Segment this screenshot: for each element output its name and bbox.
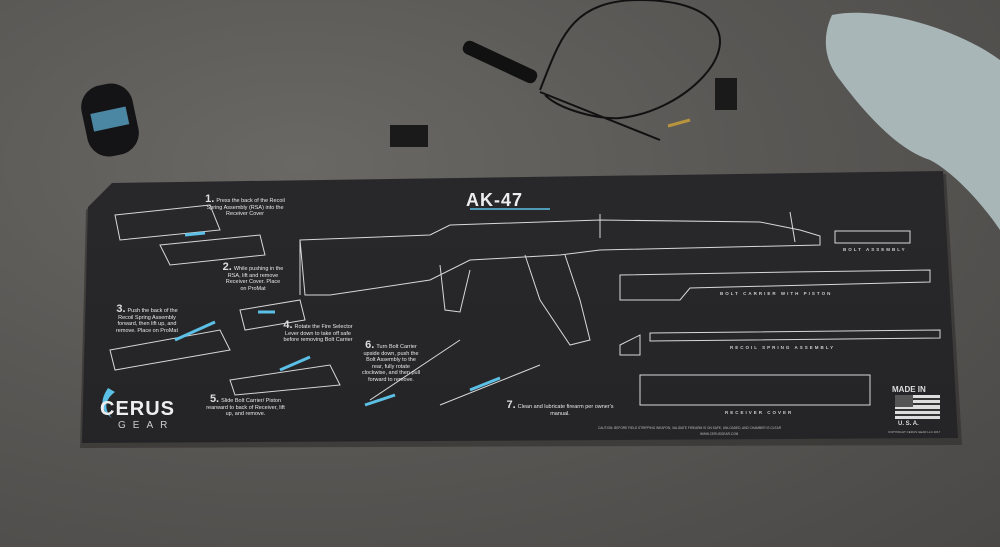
brand-sub: GEAR <box>118 420 175 431</box>
step-7: 7.Clean and lubricate firearm per owner'… <box>505 399 615 417</box>
step-2: 2.While pushing in the RSA, lift and rem… <box>222 261 284 292</box>
caution-text: CAUTION: BEFORE FIELD STRIPPING WEAPON, … <box>598 426 782 430</box>
step-illustrations <box>109 204 541 406</box>
bolt-carrier <box>619 269 931 301</box>
usa-flag-icon <box>895 395 940 419</box>
step-number: 5. <box>209 393 220 405</box>
brass-tip <box>667 118 691 128</box>
step-text: Slide Bolt Carrier/ Piston rearward to b… <box>206 398 285 417</box>
step-text: While pushing in the RSA, lift and remov… <box>225 266 284 292</box>
step-number: 1. <box>205 193 215 205</box>
label-receiver-cover: RECEIVER COVER <box>725 410 794 415</box>
label-bolt-assembly: BOLT ASSEMBLY <box>843 247 907 252</box>
step-text: Clean and lubricate firearm per owner's … <box>517 404 614 417</box>
ak47-diagram <box>299 211 821 346</box>
step-4: 4.Rotate the Fire Selector Lever down to… <box>278 319 358 344</box>
step-6: 6.Turn Bolt Carrier upside down, push th… <box>360 339 422 383</box>
bolt-assembly <box>834 230 911 244</box>
step-text: Press the back of the Recoil Spring Asse… <box>206 198 285 217</box>
accent-parts <box>174 231 501 407</box>
step-text: Turn Bolt Carrier upside down, push the … <box>361 344 421 383</box>
bit-holder <box>390 125 428 147</box>
label-bolt-carrier: BOLT CARRIER WITH PISTON <box>720 291 833 296</box>
copyright: COPYRIGHT CERUS GEAR LLC 2017 <box>888 430 941 434</box>
receiver-cover <box>639 374 871 406</box>
step-number: 3. <box>116 303 126 315</box>
step-text: Rotate the Fire Selector Lever down to t… <box>283 324 353 343</box>
step-number: 2. <box>222 261 232 273</box>
step-3: 3.Push the back of the Recoil Spring Ass… <box>112 303 182 334</box>
website: WWW.CERUSGEAR.COM <box>700 432 739 436</box>
label-recoil-spring: RECOIL SPRING ASSEMBLY <box>730 345 836 350</box>
step-text: Push the back of the Recoil Spring Assem… <box>115 308 179 334</box>
step-number: 4. <box>283 319 293 331</box>
solvent-bottle <box>81 83 139 157</box>
cleaning-cable <box>539 0 721 141</box>
brand-logo-icon <box>102 388 115 418</box>
made-in-label: MADE IN <box>892 385 926 394</box>
step-number: 6. <box>365 339 375 351</box>
mat-title: AK-47 <box>466 190 524 210</box>
cable-handle <box>462 40 538 84</box>
step-5: 5.Slide Bolt Carrier/ Piston rearward to… <box>203 393 288 418</box>
recoil-spring <box>619 329 941 356</box>
country-label: U. S. A. <box>898 421 919 427</box>
step-1: 1.Press the back of the Recoil Spring As… <box>205 193 285 218</box>
towel <box>825 12 1000 230</box>
step-number: 7. <box>506 399 516 411</box>
bit-holder-2 <box>715 78 737 110</box>
brand-name: CERUS <box>100 398 176 420</box>
